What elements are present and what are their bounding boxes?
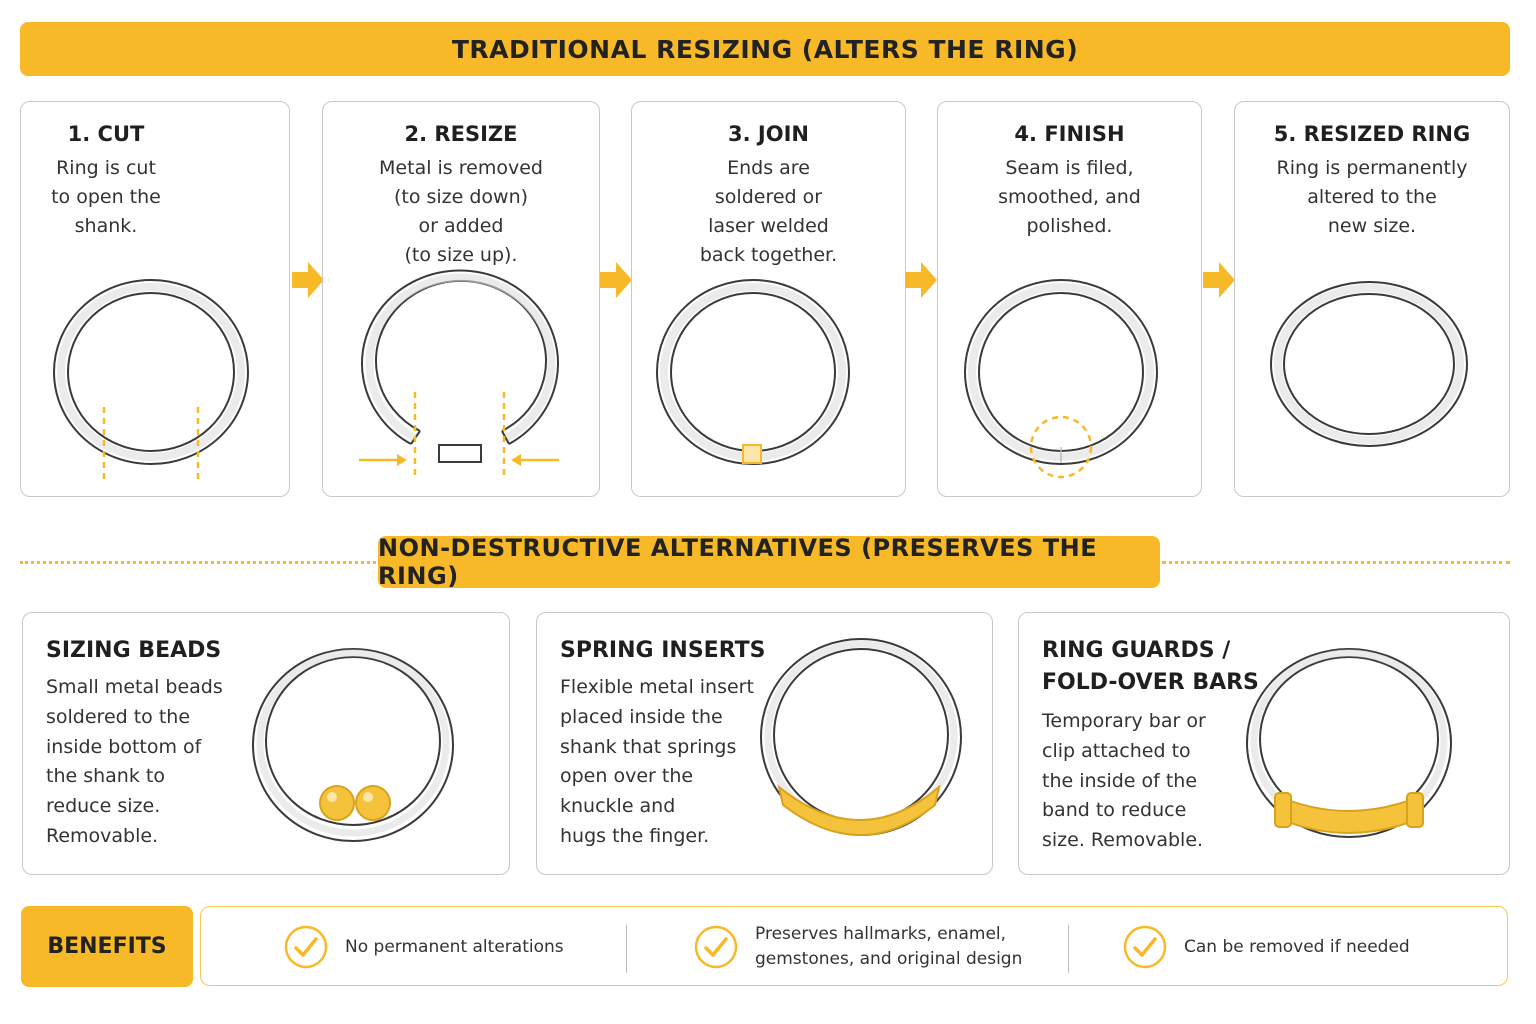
step-description: Ends are soldered or laser welded back t… [632,154,905,270]
benefit-line: No permanent alterations [345,936,564,957]
desc-line: hugs the finger. [560,824,710,847]
open-ring-icon [359,269,559,477]
joined-ring-icon [656,279,850,465]
title-line: FOLD-OVER BARS [1042,670,1259,695]
desc-line: (to size up). [404,244,518,266]
desc-line: Ring is permanently [1276,157,1468,179]
alt-card-sizing-beads: SIZING BEADS Small metal beads soldered … [22,612,510,875]
resized-ring-icon [1270,281,1468,447]
benefit-line: Preserves hallmarks, enamel, [755,924,1007,944]
divider-dotted-line [20,561,376,564]
desc-line: Metal is removed [379,157,543,179]
desc-line: shank. [74,215,138,237]
desc-line: (to size down) [393,186,529,208]
alt-title: RING GUARDS / FOLD-OVER BARS [1042,635,1259,699]
divider-dotted-line [1162,561,1510,564]
benefit-line: Can be removed if needed [1184,936,1410,957]
non-destructive-banner: NON-DESTRUCTIVE ALTERNATIVES (PRESERVES … [378,534,1160,590]
desc-line: Ends are [727,157,810,179]
desc-line: open over the [560,765,694,788]
step-title: 4. FINISH [1014,122,1125,146]
step-title: 3. JOIN [728,122,809,146]
desc-line: Seam is filed, [1005,157,1134,179]
desc-line: polished. [1026,215,1113,237]
benefit-text: No permanent alterations [345,935,564,960]
step-description: Metal is removed (to size down) or added… [323,154,599,270]
alt-description: Small metal beads soldered to the inside… [46,673,223,852]
spring-insert-ring-icon [760,638,962,836]
desc-line: clip attached to [1042,739,1191,762]
alt-title: SIZING BEADS [46,635,221,667]
step-card-resize: 2. RESIZE Metal is removed (to size down… [322,101,600,497]
step-title: 1. CUT [67,122,145,146]
right-arrow-icon [1203,262,1235,298]
alt-description: Flexible metal insert placed inside the … [560,673,754,852]
desc-line: soldered to the [46,705,191,728]
title-line: SPRING INSERTS [560,638,766,663]
check-circle-icon [694,925,738,969]
alt-card-spring-inserts: SPRING INSERTS Flexible metal insert pla… [536,612,993,875]
step-title: 2. RESIZE [404,122,518,146]
desc-line: Ring is cut [56,157,156,179]
step-title: 5. RESIZED RING [1273,122,1471,146]
desc-line: new size. [1327,215,1417,237]
benefit-item: No permanent alterations [283,907,564,987]
desc-line: laser welded [708,215,829,237]
benefit-item: Can be removed if needed [1122,907,1410,987]
check-circle-icon [284,925,328,969]
cut-ring-icon [53,279,249,479]
title-line: SIZING BEADS [46,638,222,663]
desc-line: placed inside the [560,705,723,728]
desc-line: or added [418,215,504,237]
desc-line: size. Removable. [1042,829,1204,852]
desc-line: shank that springs [560,735,737,758]
ring-guard-icon [1246,648,1452,838]
benefit-text: Can be removed if needed [1184,935,1410,960]
desc-line: Temporary bar or [1042,710,1206,732]
benefit-item: Preserves hallmarks, enamel, gemstones, … [693,907,1022,987]
step-description: Ring is cut to open the shank. [21,154,191,241]
step-card-finish: 4. FINISH Seam is filed, smoothed, and p… [937,101,1202,497]
desc-line: band to reduce [1042,799,1187,822]
right-arrow-icon [600,262,632,298]
check-circle-icon [1123,925,1167,969]
step-description: Seam is filed, smoothed, and polished. [938,154,1201,241]
desc-line: to open the [51,186,161,208]
step-description: Ring is permanently altered to the new s… [1235,154,1509,241]
traditional-resizing-banner: TRADITIONAL RESIZING (ALTERS THE RING) [20,22,1510,76]
desc-line: Flexible metal insert [560,676,754,698]
desc-line: the shank to [46,765,165,788]
divider [1068,925,1069,973]
desc-line: inside bottom of [46,735,202,758]
benefit-text: Preserves hallmarks, enamel, gemstones, … [755,922,1022,972]
finished-ring-icon [964,279,1158,479]
right-arrow-icon [905,262,937,298]
alt-description: Temporary bar or clip attached to the in… [1042,707,1206,856]
desc-line: the inside of the [1042,769,1198,792]
alt-card-ring-guards: RING GUARDS / FOLD-OVER BARS Temporary b… [1018,612,1510,875]
desc-line: Removable. [46,824,159,847]
step-card-join: 3. JOIN Ends are soldered or laser welde… [631,101,906,497]
benefits-list: No permanent alterations Preserves hallm… [200,906,1508,986]
right-arrow-icon [292,262,324,298]
benefit-line: gemstones, and original design [755,949,1023,969]
sizing-beads-ring-icon [252,648,454,842]
step-card-cut: 1. CUT Ring is cut to open the shank. [20,101,290,497]
benefits-label: BENEFITS [21,906,193,987]
desc-line: soldered or [714,186,823,208]
desc-line: altered to the [1307,186,1437,208]
desc-line: Small metal beads [46,676,223,698]
divider [626,925,627,973]
step-card-resized-ring: 5. RESIZED RING Ring is permanently alte… [1234,101,1510,497]
desc-line: reduce size. [46,795,161,818]
title-line: RING GUARDS / [1042,638,1231,663]
desc-line: knuckle and [560,795,676,818]
desc-line: back together. [699,244,838,266]
desc-line: smoothed, and [998,186,1141,208]
alt-title: SPRING INSERTS [560,635,766,667]
